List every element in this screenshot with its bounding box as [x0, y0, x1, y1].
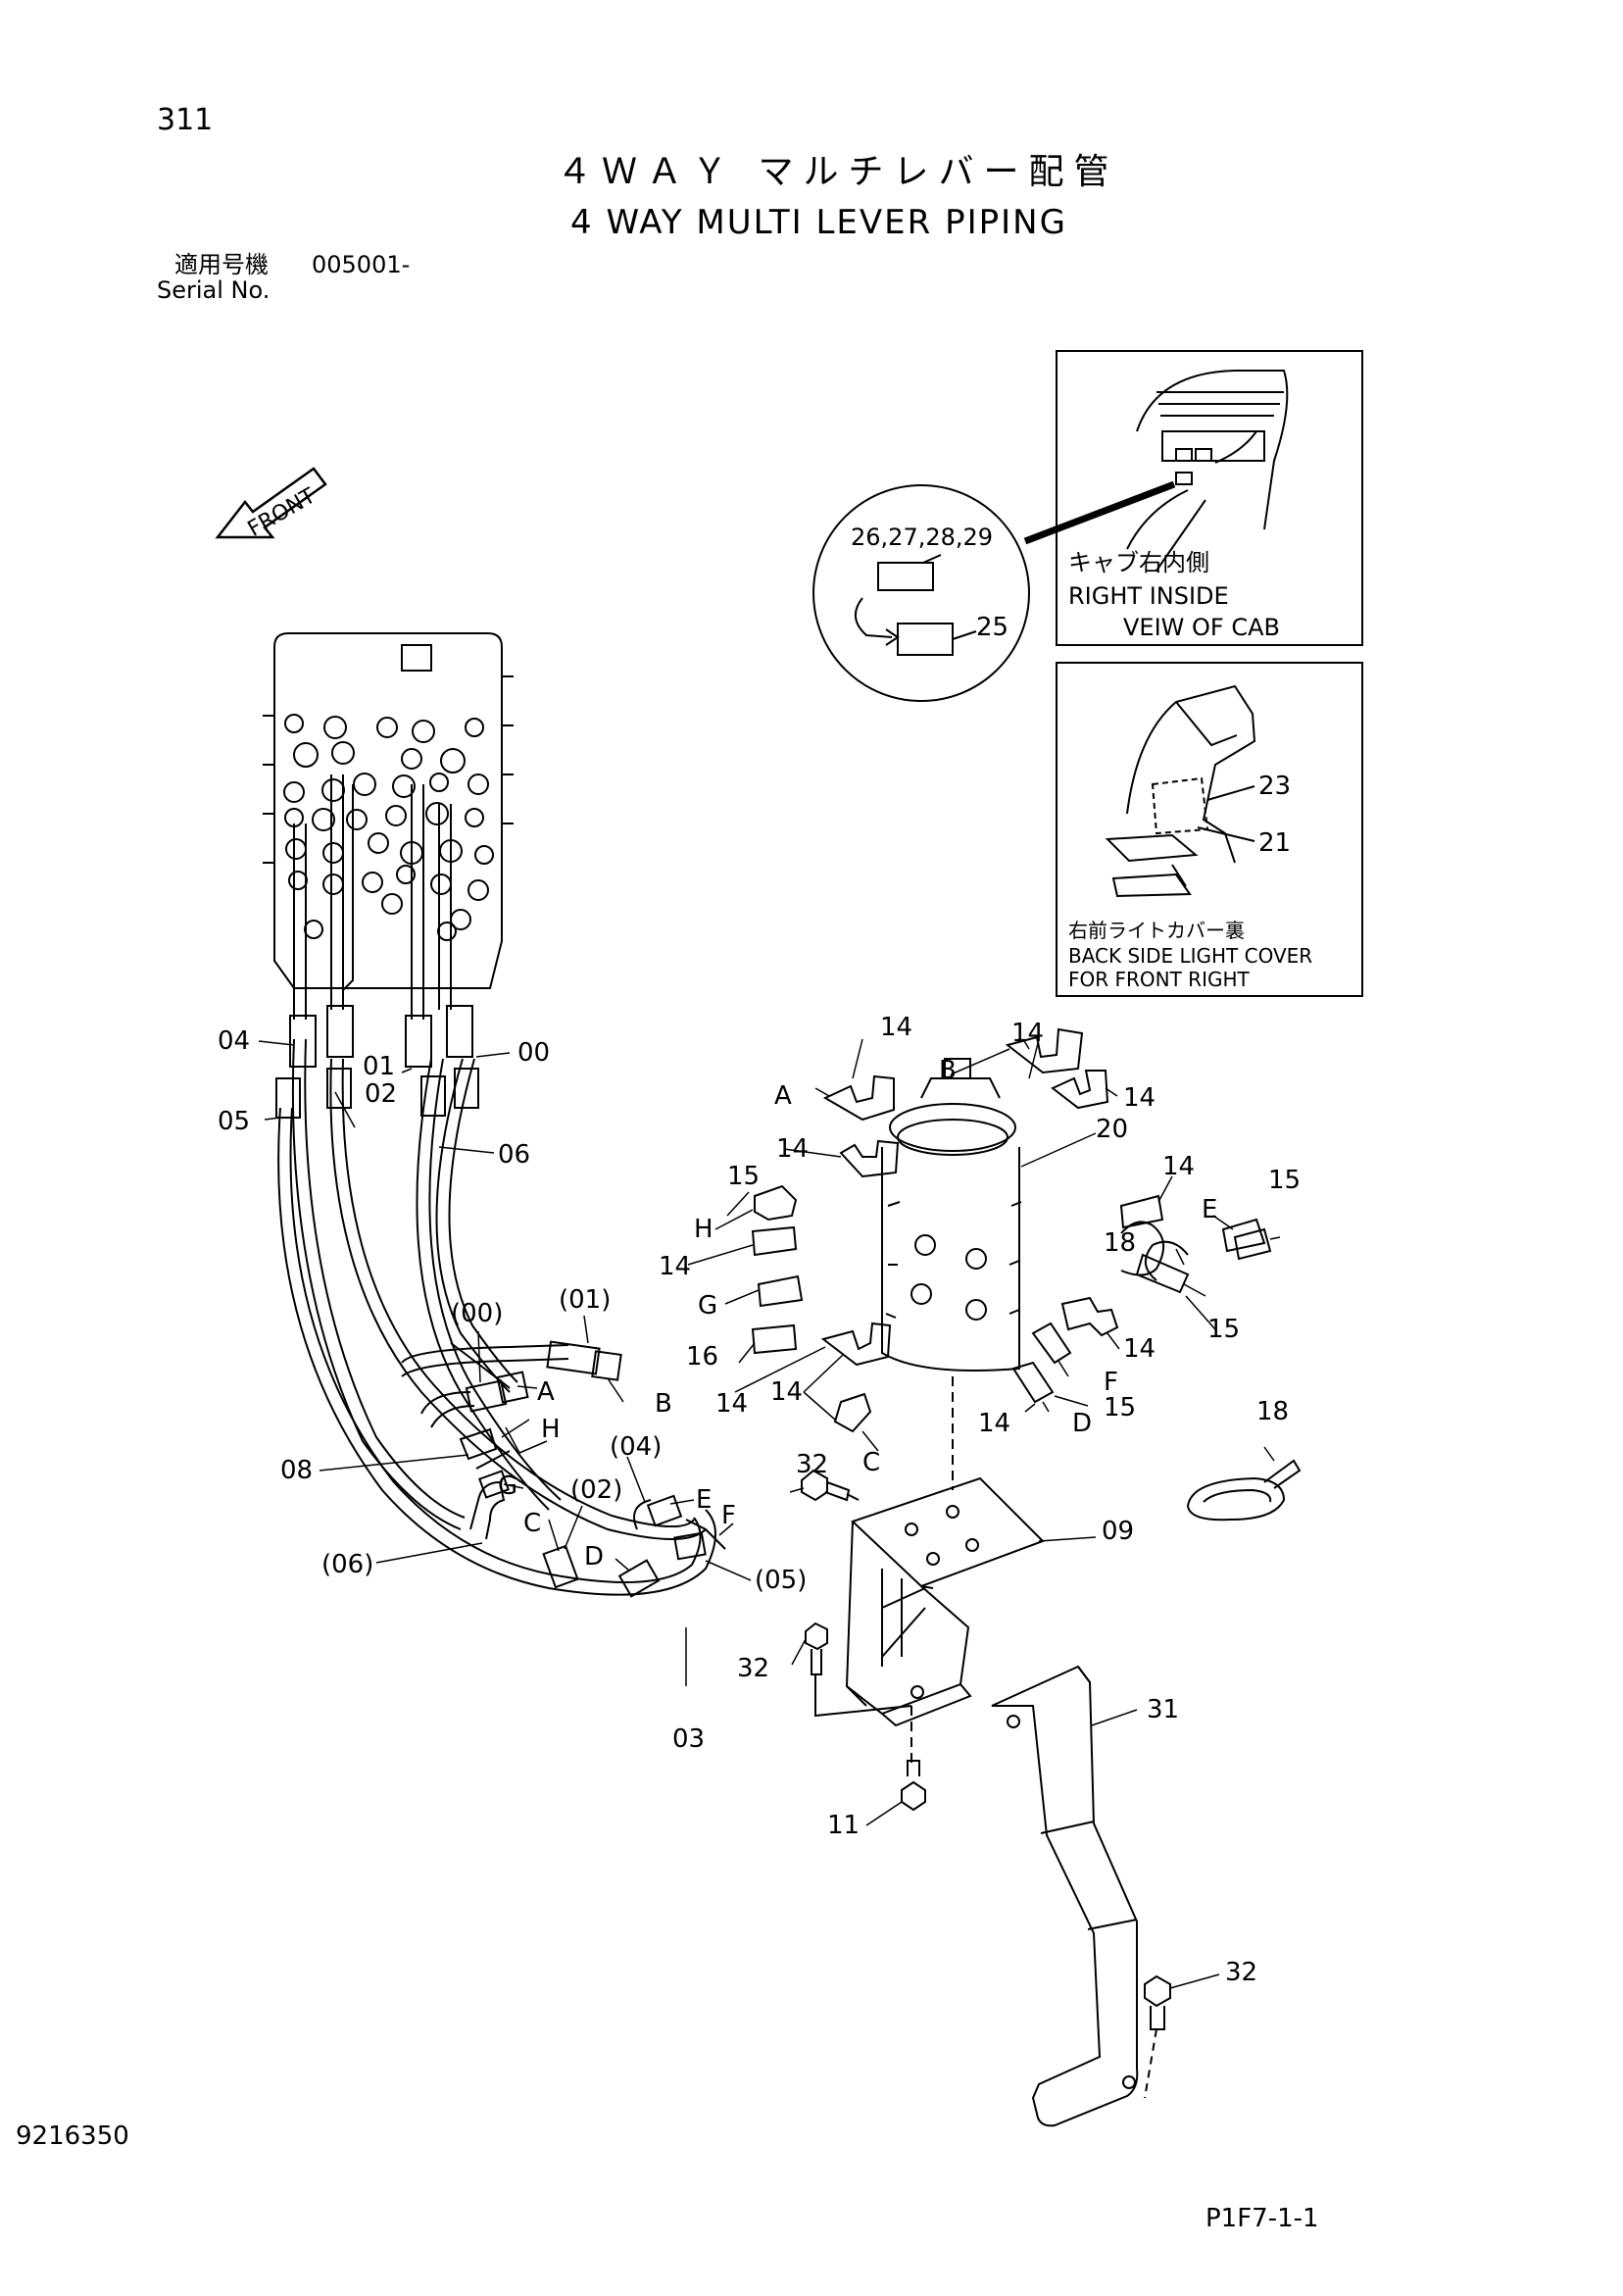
figure-code: P1F7-1-1	[1205, 2204, 1319, 2233]
callout-14e: 14	[659, 1252, 691, 1281]
bolt-32-top	[801, 1469, 860, 1502]
callout-32c: 32	[1225, 1958, 1257, 1987]
leader-lines	[258, 1038, 1281, 1989]
serial-label-japanese: 適用号機	[174, 251, 269, 278]
callout-04: 04	[218, 1026, 250, 1056]
port-H1: H	[541, 1415, 561, 1444]
port-E1: E	[696, 1485, 712, 1515]
port-B1: B	[655, 1389, 672, 1419]
callout-p05: (05)	[755, 1566, 807, 1595]
callout-14b: 14	[1011, 1019, 1044, 1048]
callout-p01: (01)	[559, 1285, 611, 1315]
stay-31	[991, 1665, 1139, 2127]
callout-15a: 15	[727, 1162, 760, 1191]
callout-18b: 18	[1256, 1397, 1289, 1426]
bracket-09	[845, 1476, 1045, 1765]
detail-circle	[812, 484, 1030, 702]
inset-cover-caption-jp: 右前ライトカバー裏	[1068, 919, 1245, 942]
inset-cab-view	[1056, 350, 1363, 646]
callout-18a: 18	[1104, 1228, 1136, 1258]
callout-09: 09	[1102, 1517, 1134, 1546]
callout-16: 16	[686, 1342, 718, 1372]
inset-cover-caption-en-2: FOR FRONT RIGHT	[1068, 968, 1251, 991]
callout-p00: (00)	[451, 1299, 503, 1328]
hose-bundle	[275, 774, 716, 1596]
bolt-32-bottom	[1144, 1974, 1171, 2099]
callout-20: 20	[1096, 1115, 1128, 1144]
callout-14a: 14	[880, 1013, 912, 1042]
callout-03: 03	[672, 1724, 705, 1754]
callout-00: 00	[517, 1038, 550, 1068]
callout-08: 08	[280, 1456, 313, 1485]
port-D1: D	[584, 1542, 604, 1572]
callout-14c: 14	[1123, 1083, 1156, 1113]
callout-25: 25	[976, 613, 1008, 642]
callout-14i: 14	[1123, 1334, 1156, 1364]
inset-cab-caption-jp: キャブ右内側	[1068, 549, 1209, 576]
port-H2: H	[694, 1215, 713, 1244]
tie-band	[1186, 1459, 1302, 1522]
port-E2: E	[1202, 1195, 1217, 1224]
callout-11: 11	[827, 1811, 860, 1840]
port-G2: G	[698, 1291, 717, 1321]
callout-15c: 15	[1207, 1315, 1240, 1344]
port-C1: C	[523, 1509, 541, 1538]
callout-14j: 14	[978, 1409, 1010, 1438]
callout-01: 01	[363, 1052, 395, 1081]
callout-p02: (02)	[570, 1475, 622, 1505]
port-A1: A	[537, 1377, 555, 1407]
callout-p04: (04)	[610, 1432, 662, 1462]
inset-cab-caption-en-1: RIGHT INSIDE	[1068, 582, 1229, 610]
elbow-fittings	[751, 1027, 1272, 1433]
document-number: 9216350	[16, 2121, 129, 2151]
inset-cab-caption-en-2: VEIW OF CAB	[1123, 614, 1280, 641]
bolt-11	[901, 1760, 926, 1812]
serial-label-english: Serial No.	[157, 276, 270, 304]
front-arrow-icon	[215, 467, 327, 539]
title-english: 4 WAY MULTI LEVER PIPING	[570, 203, 1067, 242]
callout-02: 02	[365, 1079, 397, 1109]
callout-15d: 15	[1104, 1393, 1136, 1423]
callout-14g: 14	[770, 1377, 803, 1407]
callout-14d: 14	[776, 1134, 809, 1164]
inset-cover-caption-en-1: BACK SIDE LIGHT COVER	[1068, 944, 1312, 968]
control-valve-block	[263, 632, 514, 989]
port-F1: F	[721, 1501, 736, 1530]
port-A2: A	[774, 1081, 792, 1111]
callout-21: 21	[1258, 828, 1291, 858]
page-number: 311	[157, 103, 214, 137]
callout-32b: 32	[737, 1654, 769, 1683]
callout-26-29: 26,27,28,29	[851, 524, 993, 551]
callout-14f: 14	[715, 1389, 748, 1419]
port-F2: F	[1104, 1368, 1118, 1397]
callout-14h: 14	[1162, 1152, 1195, 1181]
port-B2: B	[939, 1056, 957, 1085]
callout-15b: 15	[1268, 1166, 1301, 1195]
callout-06: 06	[498, 1140, 530, 1170]
title-japanese: ４ＷＡＹ マルチレバー配管	[557, 152, 1119, 192]
port-D2: D	[1072, 1409, 1092, 1438]
bolt-32-middle	[805, 1622, 912, 1718]
callout-31: 31	[1147, 1695, 1179, 1724]
port-G1: G	[498, 1472, 517, 1501]
serial-value: 005001-	[312, 251, 411, 278]
inset-leader-line	[1023, 480, 1176, 545]
inset-light-cover	[1056, 662, 1363, 997]
hose-ends-junction	[401, 1340, 726, 1598]
callout-p06: (06)	[321, 1550, 373, 1579]
callout-23: 23	[1258, 772, 1291, 801]
callout-05: 05	[218, 1107, 250, 1136]
callout-32a: 32	[796, 1450, 828, 1479]
port-C2: C	[862, 1448, 880, 1477]
